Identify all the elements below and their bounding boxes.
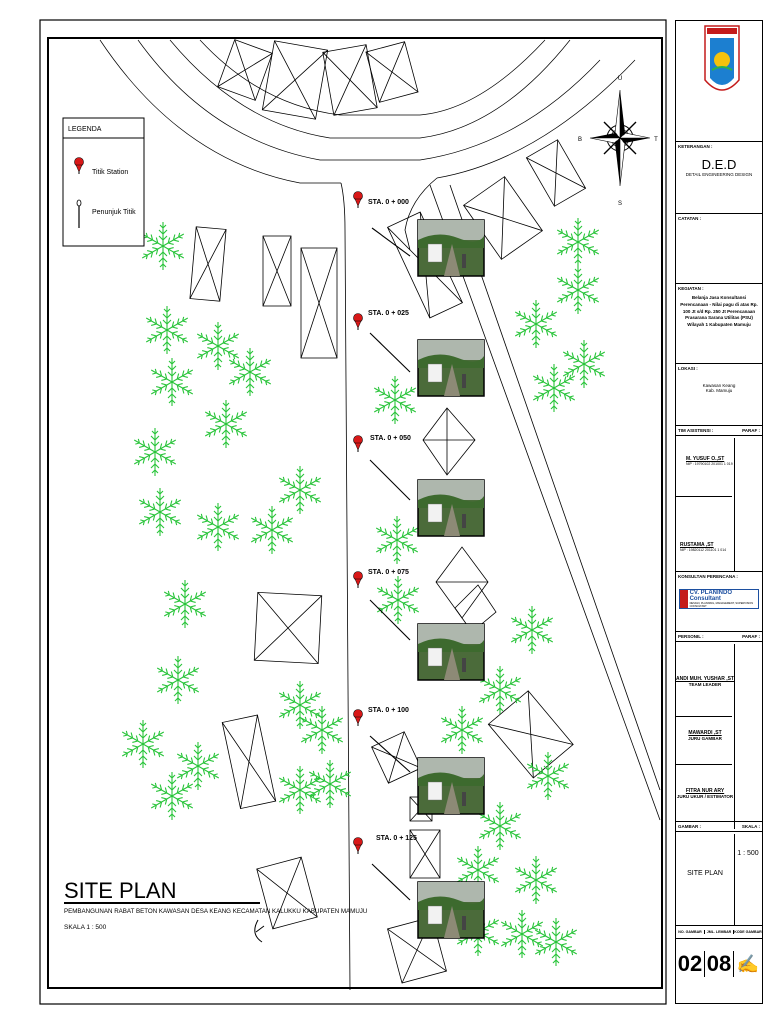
plan-title-block: SITE PLAN PEMBANGUNAN RABAT BETON KAWASA… (64, 878, 367, 943)
legend: LEGENDA Titik Station Penunjuk Titik (62, 117, 145, 247)
kode-gambar-label: KODE GAMBAR (734, 930, 762, 934)
jml-lembar: 08 (705, 951, 734, 977)
lokasi-label: LOKASI : (678, 366, 698, 371)
catatan-label: CATATAN : (678, 216, 702, 221)
station-labels: STA. 0 + 000 STA. 0 + 025 STA. 0 + 050 S… (368, 199, 417, 842)
jml-lembar-label: JML. LEMBAR (705, 930, 734, 934)
konsultan-label: KONSULTAN PERENCANA : (678, 574, 738, 579)
asistensi-entry: RUSTAMA ,ST NIP : 19820112 201101 1 014 (680, 542, 727, 552)
page-title: SITE PLAN (64, 878, 176, 903)
station-label: STA. 0 + 025 (368, 310, 409, 317)
compass-n: U (618, 76, 622, 82)
konsultan-sub: DESIGN, PLANNING, MANAGEMENT, SUPERVISIO… (689, 602, 754, 608)
lokasi-line: Kawasan Keang (702, 383, 736, 388)
trees (119, 217, 608, 967)
asistensi-entry: M. YUSUF O.,ST NIP : 19790102 201001 1 0… (686, 456, 733, 466)
station-label: STA. 0 + 100 (368, 707, 409, 714)
pointer-icon (76, 199, 82, 228)
personil-entry: ANDI MUH. YUSHAR ,ST TEAM LEADER (676, 676, 734, 687)
drawing-border (39, 19, 667, 1005)
station-label: STA. 0 + 075 (368, 569, 409, 576)
compass-icon (589, 89, 651, 187)
personil-entry: FITRA NUR ARY JURU UKUR / ESTIMATOR (676, 788, 734, 799)
skala-label: SKALA : (741, 824, 760, 829)
kegiatan-label: KEGIATAN : (678, 286, 704, 291)
paraf-label: PARAF : (742, 428, 760, 433)
drawing-frame (47, 37, 663, 989)
kegiatan-text: Belanja Jasa Konsultansi Perencanaan - N… (680, 295, 758, 327)
station-label: STA. 0 + 125 (376, 835, 417, 842)
consultant-logo-icon (680, 590, 688, 608)
paraf-label: PARAF : (742, 634, 760, 639)
lokasi-line: Kab. Mamuju (705, 388, 733, 393)
compass-w: B (578, 137, 582, 143)
no-gambar: 02 (676, 951, 705, 977)
legend-item: Titik Station (92, 169, 128, 176)
regency-emblem-icon (704, 25, 740, 91)
station-label: STA. 0 + 050 (370, 435, 411, 442)
skala-value: 1 : 500 (737, 850, 759, 857)
station-markers (353, 191, 411, 901)
gambar-label: GAMBAR : (678, 824, 701, 829)
asistensi-label: TIM ASISTENSI : (678, 428, 714, 433)
station-label: STA. 0 + 000 (368, 199, 409, 206)
personil-entry: MAWARDI ,ST JURU GAMBAR (688, 730, 722, 741)
project-code: D.E.D (701, 157, 737, 172)
curved-road (99, 39, 636, 184)
buildings (189, 39, 587, 984)
gambar-value: SITE PLAN (687, 870, 723, 877)
plan-subtitle: PEMBANGUNAN RABAT BETON KAWASAN DESA KEA… (64, 908, 367, 915)
project-name: DETAIL ENGINEERING DESIGN (685, 172, 753, 177)
signature-icon: ✍ (736, 953, 760, 974)
keterangan-label: KETERANGAN : (678, 144, 713, 149)
main-road (340, 177, 661, 991)
legend-item: Penunjuk Titik (92, 209, 136, 216)
no-gambar-label: NO. GAMBAR (676, 930, 705, 934)
personil-label: PERSONIL : (678, 634, 704, 639)
compass-s: S (618, 201, 622, 207)
konsultan-name: CV. PLANINDO Consultant (689, 590, 733, 602)
consultant-logo: CV. PLANINDO Consultant DESIGN, PLANNING… (679, 589, 759, 609)
legend-title: LEGENDA (68, 126, 102, 133)
title-block: KETERANGAN : D.E.D DETAIL ENGINEERING DE… (675, 20, 763, 1004)
plan-scale: SKALA 1 : 500 (64, 924, 107, 931)
compass-e: T (654, 137, 658, 143)
